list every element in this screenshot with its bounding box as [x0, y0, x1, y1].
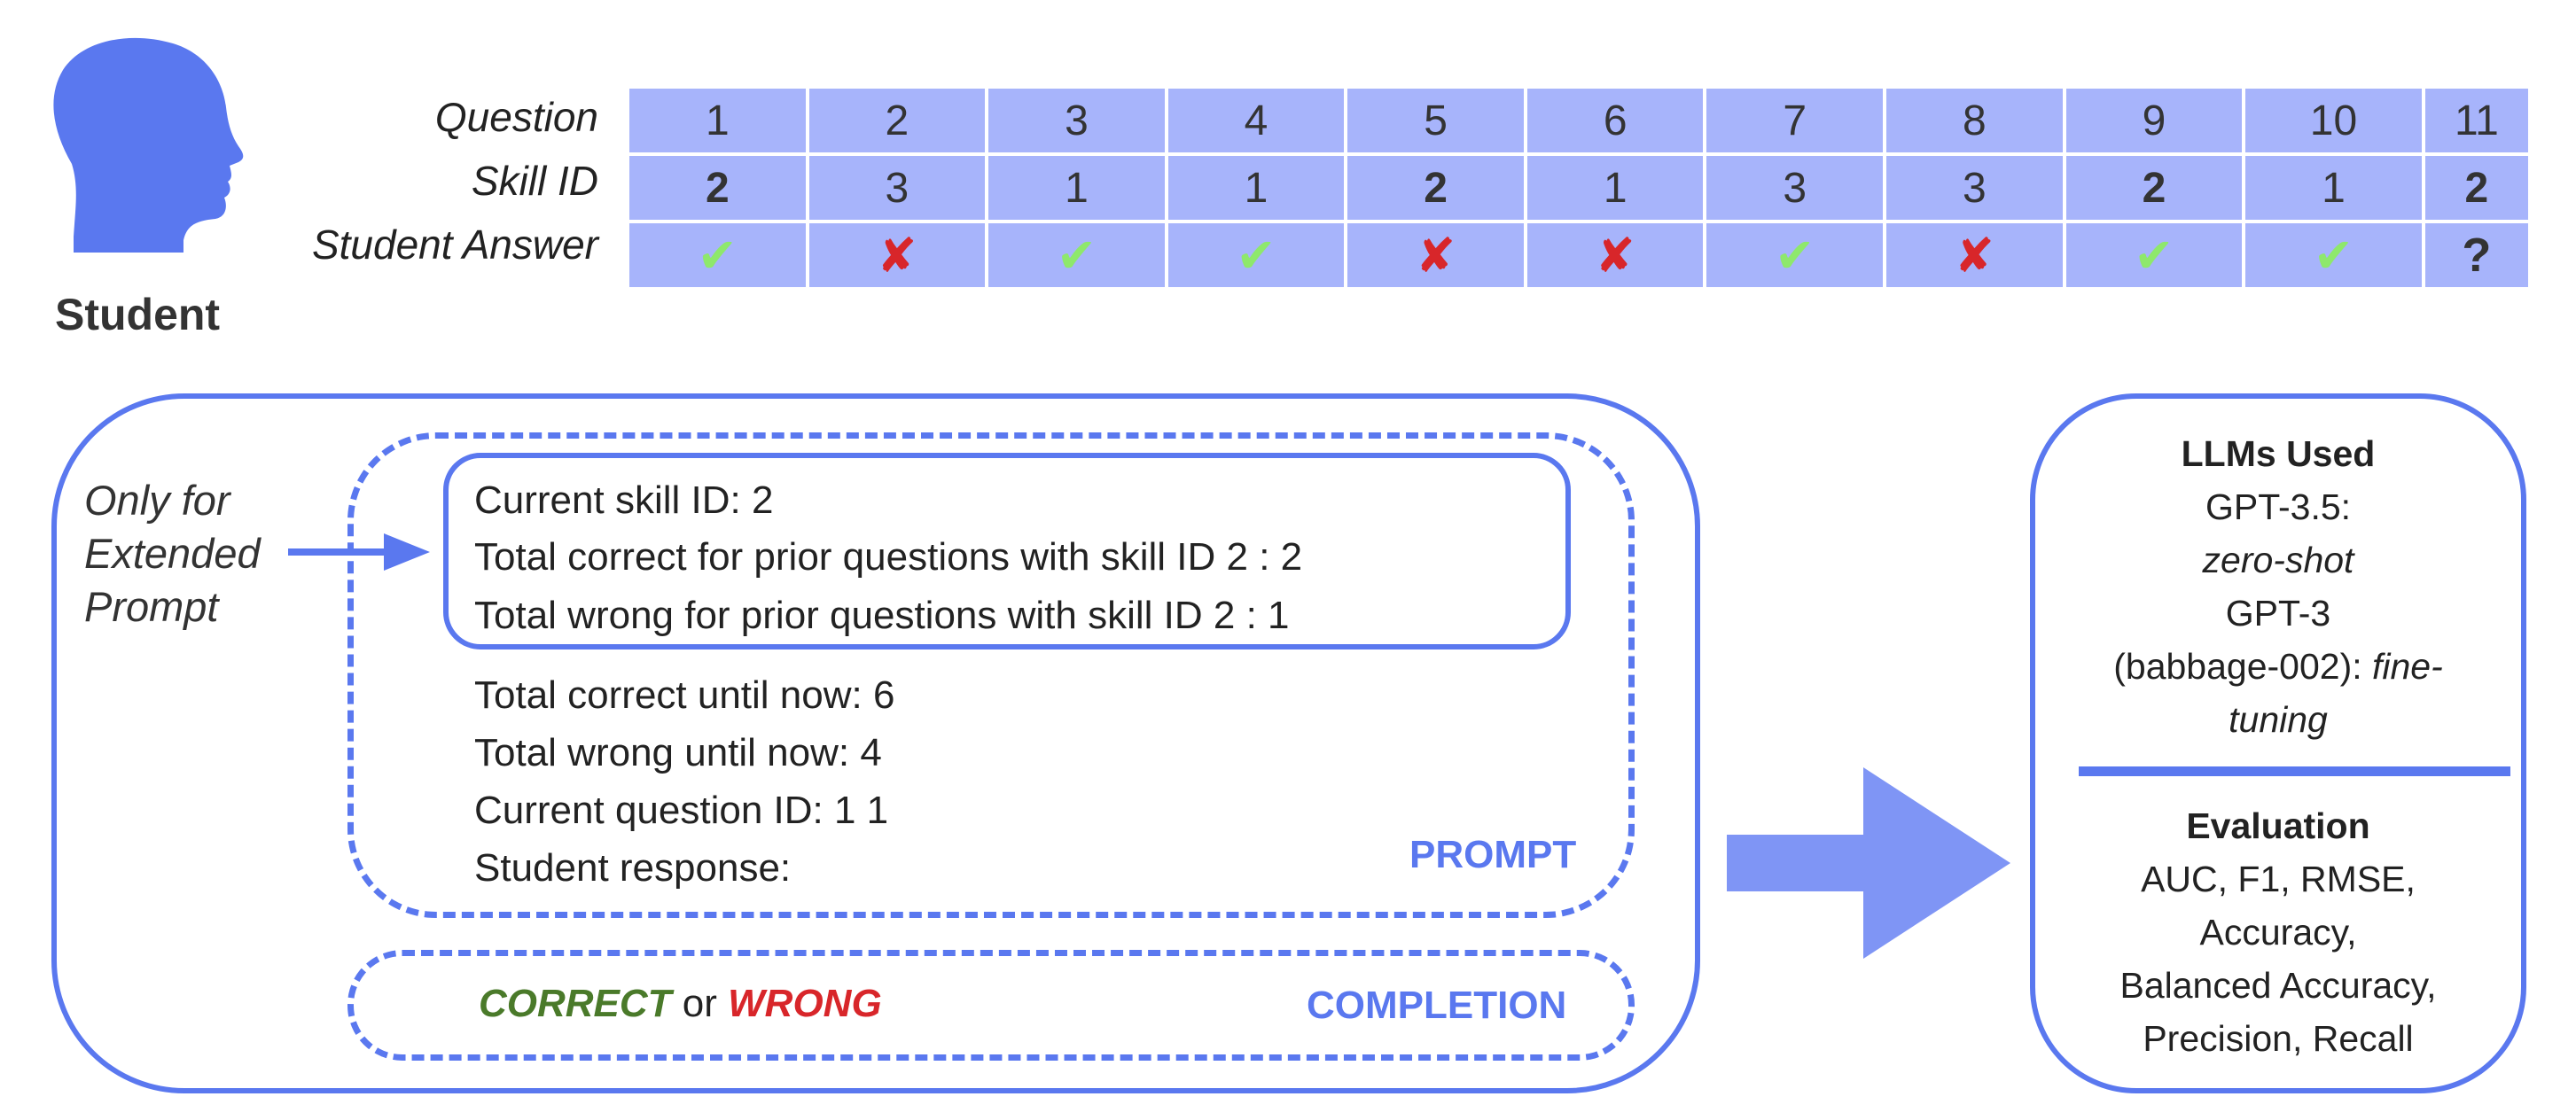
cross-icon: ✘ — [1523, 220, 1707, 291]
evaluation-line-1: AUC, F1, RMSE, — [2141, 859, 2416, 899]
skill-row-label: Skill ID — [471, 158, 598, 204]
question-row-label: Question — [434, 94, 598, 140]
completion-wrong: WRONG — [728, 982, 882, 1025]
note-line-1: Only for — [84, 477, 230, 524]
llms-line-1: GPT-3.5: — [2205, 486, 2352, 527]
skill-cell: 2 — [2062, 152, 2246, 223]
extended-prompt-box — [443, 453, 1571, 649]
prompt-label: PROMPT — [1409, 833, 1577, 876]
evaluation-section: Evaluation AUC, F1, RMSE, Accuracy, Bala… — [2057, 799, 2500, 1065]
cross-icon: ✘ — [1883, 220, 2066, 291]
llms-line-4a: (babbage-002): — [2113, 646, 2372, 687]
check-icon: ✔ — [1164, 220, 1348, 291]
completion-text: CORRECT or WRONG — [479, 982, 882, 1026]
table-row-labels: Question Skill ID Student Answer — [257, 85, 598, 276]
prompt-line-4: Student response: — [474, 846, 792, 890]
skill-cell: 1 — [1523, 152, 1707, 223]
skill-cell: 2 — [2421, 152, 2533, 223]
llms-line-4b: fine- — [2372, 646, 2443, 687]
llms-line-3: GPT-3 — [2225, 593, 2331, 634]
llms-line-4: (babbage-002): fine- — [2065, 640, 2491, 693]
question-mark-icon: ? — [2421, 220, 2533, 291]
evaluation-line-4: Precision, Recall — [2143, 1018, 2414, 1059]
question-cell: 8 — [1883, 85, 2066, 156]
check-icon: ✔ — [2062, 220, 2246, 291]
llm-evaluation-box — [2030, 393, 2526, 1093]
check-icon: ✔ — [985, 220, 1168, 291]
extended-line-1: Current skill ID: 2 — [474, 478, 774, 522]
evaluation-line-2: Accuracy, — [2199, 912, 2357, 953]
extended-line-3: Total wrong for prior questions with ski… — [474, 594, 1290, 637]
answer-row-label: Student Answer — [311, 222, 598, 268]
check-icon: ✔ — [2242, 220, 2425, 291]
skill-cell: 1 — [985, 152, 1168, 223]
student-label: Student — [55, 290, 221, 339]
completion-label: COMPLETION — [1307, 984, 1567, 1027]
evaluation-heading: Evaluation — [2186, 805, 2370, 846]
skill-cell: 2 — [1344, 152, 1527, 223]
arrow-right-icon — [288, 533, 430, 571]
completion-correct: CORRECT — [479, 982, 672, 1025]
skill-cell: 2 — [626, 152, 809, 223]
prompt-box — [347, 432, 1635, 918]
extended-line-2: Total correct for prior questions with s… — [474, 535, 1303, 579]
question-cell: 11 — [2421, 85, 2533, 156]
prompt-line-3: Current question ID: 1 1 — [474, 789, 889, 832]
section-divider — [2079, 766, 2510, 776]
question-cell: 7 — [1703, 85, 1887, 156]
cross-icon: ✘ — [805, 220, 989, 291]
question-cell: 2 — [805, 85, 989, 156]
student-head-icon — [53, 37, 244, 253]
extended-prompt-note: Only for Extended Prompt — [84, 474, 261, 634]
question-cell: 3 — [985, 85, 1168, 156]
prompt-line-1: Total correct until now: 6 — [474, 673, 895, 717]
llms-line-5: tuning — [2229, 699, 2328, 740]
answer-row: ✔✘✔✔✘✘✔✘✔✔? — [626, 220, 2533, 291]
check-icon: ✔ — [626, 220, 809, 291]
skill-cell: 3 — [1703, 152, 1887, 223]
question-cell: 10 — [2242, 85, 2425, 156]
cross-icon: ✘ — [1344, 220, 1527, 291]
llms-line-2: zero-shot — [2202, 540, 2354, 580]
big-arrow-right-icon — [1727, 767, 2010, 959]
llms-used-section: LLMs Used GPT-3.5: zero-shot GPT-3 (babb… — [2065, 427, 2491, 746]
question-cell: 4 — [1164, 85, 1348, 156]
skill-cell: 1 — [2242, 152, 2425, 223]
question-cell: 6 — [1523, 85, 1707, 156]
completion-box — [347, 950, 1635, 1061]
prompt-line-2: Total wrong until now: 4 — [474, 731, 882, 774]
prompt-container — [51, 393, 1700, 1093]
question-cell: 5 — [1344, 85, 1527, 156]
note-line-2: Extended — [84, 530, 261, 577]
llms-heading: LLMs Used — [2181, 433, 2376, 474]
question-cell: 9 — [2062, 85, 2246, 156]
evaluation-line-3: Balanced Accuracy, — [2119, 965, 2437, 1006]
question-cell: 1 — [626, 85, 809, 156]
skill-cell: 3 — [1883, 152, 2066, 223]
check-icon: ✔ — [1703, 220, 1887, 291]
note-line-3: Prompt — [84, 583, 219, 630]
skill-cell: 3 — [805, 152, 989, 223]
completion-or: or — [671, 982, 729, 1025]
skill-cell: 1 — [1164, 152, 1348, 223]
